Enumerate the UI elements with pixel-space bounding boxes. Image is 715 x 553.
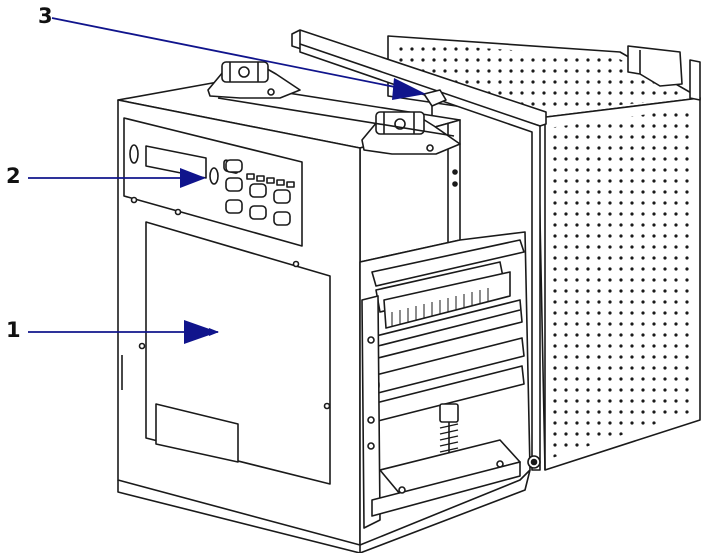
front-door-panel <box>121 196 331 485</box>
printhead-release-lever <box>423 89 447 116</box>
latch-left <box>207 61 301 99</box>
callout-label-1: 1 <box>6 318 21 342</box>
callout-arrows <box>28 17 426 344</box>
callout-arrowhead-1 <box>184 320 218 344</box>
callout-arrowhead-3 <box>392 78 426 100</box>
callout-label-2: 2 <box>6 164 21 188</box>
media-path-mechanics <box>361 239 541 529</box>
callout-arrow-3 <box>51 17 421 93</box>
status-leds <box>246 173 295 188</box>
control-panel-graphic <box>123 117 303 247</box>
callout-label-3: 3 <box>38 4 53 28</box>
top-rail <box>291 29 547 471</box>
keypad-buttons <box>225 159 291 226</box>
callout-arrowhead-2 <box>180 168 206 188</box>
